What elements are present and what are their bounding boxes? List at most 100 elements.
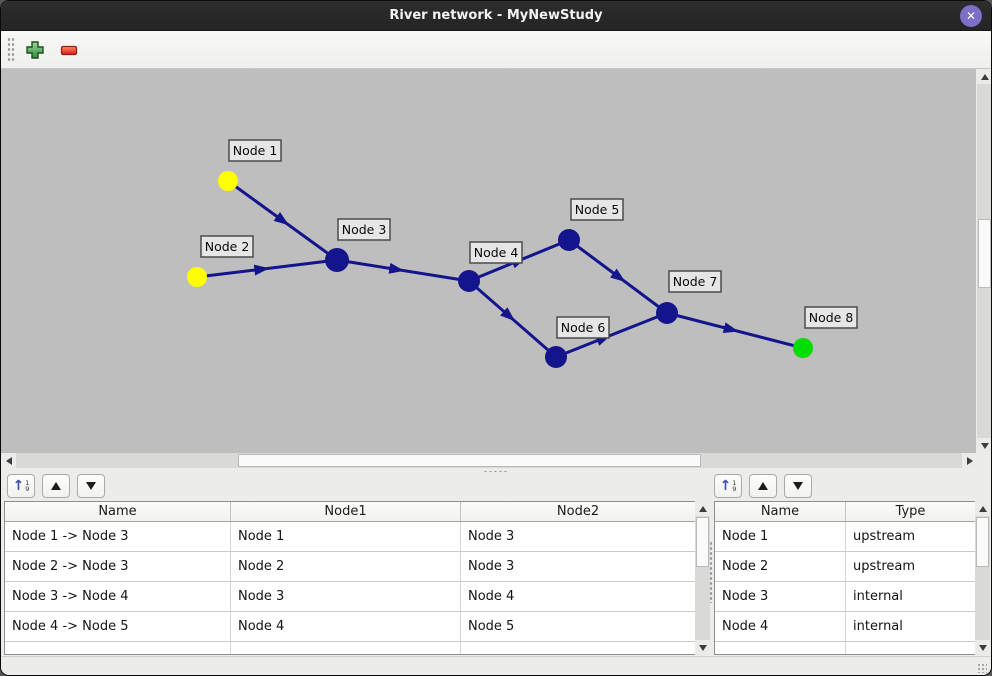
table-cell[interactable]: Node 2	[231, 552, 461, 581]
table-cell[interactable]: internal	[853, 589, 903, 604]
nodes-vscroll-thumb[interactable]	[976, 517, 989, 567]
table-row[interactable]: Node 1 upstream	[715, 522, 975, 552]
table-cell[interactable]	[461, 642, 695, 654]
minus-icon	[60, 45, 78, 55]
scroll-down-button[interactable]	[977, 438, 991, 453]
flow-direction-arrow-icon	[273, 211, 289, 226]
scroll-left-button[interactable]	[1, 453, 16, 468]
scroll-up-button[interactable]	[695, 501, 710, 516]
table-cell[interactable]: upstream	[853, 559, 916, 574]
nodes-vscrollbar[interactable]	[975, 501, 990, 655]
graph-node[interactable]	[793, 338, 813, 358]
scroll-right-button[interactable]	[962, 453, 977, 468]
graph-node[interactable]	[218, 171, 238, 191]
add-node-button[interactable]	[22, 37, 48, 63]
node-label-box[interactable]	[556, 316, 610, 339]
nodes-move-up-button[interactable]	[749, 474, 777, 498]
canvas-hscrollbar[interactable]	[1, 453, 977, 468]
table-cell[interactable]: internal	[853, 619, 903, 634]
column-header[interactable]: Node2	[556, 504, 600, 519]
flow-direction-arrow-icon	[500, 307, 516, 322]
branches-vscroll-thumb[interactable]	[696, 517, 709, 567]
table-cell[interactable]: Node 3	[468, 559, 515, 574]
table-cell[interactable]: Node 3 -> Node 4	[5, 582, 231, 611]
nodes-move-down-button[interactable]	[784, 474, 812, 498]
graph-node[interactable]	[187, 267, 207, 287]
table-cell[interactable]: Node 2	[715, 552, 846, 581]
horizontal-splitter[interactable]	[1, 468, 991, 475]
graph-node[interactable]	[458, 270, 480, 292]
table-header-row: Name Type	[715, 502, 975, 522]
table-cell[interactable]	[231, 642, 461, 654]
graph-node[interactable]	[656, 302, 678, 324]
scroll-down-button[interactable]	[975, 640, 990, 655]
close-icon: ✕	[965, 9, 977, 23]
down-arrow-icon	[698, 644, 707, 651]
graph-node[interactable]	[325, 248, 349, 272]
table-cell[interactable]: Node 1	[231, 522, 461, 551]
node-label-box[interactable]	[469, 241, 523, 264]
node-label-box[interactable]	[804, 306, 858, 329]
branches-move-up-button[interactable]	[42, 474, 70, 498]
column-header[interactable]: Name	[5, 502, 231, 521]
node-label-box[interactable]	[337, 218, 391, 241]
table-cell[interactable]	[5, 642, 231, 654]
branches-vscrollbar[interactable]	[695, 501, 710, 655]
table-cell[interactable]: Node 3	[231, 582, 461, 611]
column-header[interactable]: Name	[715, 502, 846, 521]
table-cell[interactable]: Node 4	[231, 612, 461, 641]
table-row[interactable]	[5, 642, 695, 654]
graph-node[interactable]	[545, 346, 567, 368]
node-label-box[interactable]	[668, 270, 722, 293]
title-bar[interactable]: River network - MyNewStudy ✕	[1, 1, 991, 31]
remove-node-button[interactable]	[56, 37, 82, 63]
table-cell[interactable]: Node 4	[715, 612, 846, 641]
table-cell[interactable]: Node 5	[468, 619, 515, 634]
toolbar-grip[interactable]	[7, 36, 15, 63]
canvas-hscroll-thumb[interactable]	[238, 454, 701, 467]
graph-node[interactable]	[558, 229, 580, 251]
table-cell[interactable]: Node 4	[468, 589, 515, 604]
node-label-text: Node 3	[342, 222, 387, 237]
table-cell[interactable]	[715, 642, 846, 654]
flow-direction-arrow-icon	[253, 264, 270, 276]
table-row[interactable]: Node 4 internal	[715, 612, 975, 642]
table-cell[interactable]: upstream	[853, 529, 916, 544]
column-header[interactable]: Node1	[231, 502, 461, 521]
canvas-vscrollbar[interactable]	[977, 69, 991, 453]
canvas-vscroll-thumb[interactable]	[978, 219, 991, 288]
table-cell[interactable]	[846, 642, 975, 654]
flow-direction-arrow-icon	[388, 262, 405, 274]
table-cell[interactable]: Node 2 -> Node 3	[5, 552, 231, 581]
branches-move-down-button[interactable]	[77, 474, 105, 498]
table-cell[interactable]: Node 3	[715, 582, 846, 611]
table-cell[interactable]: Node 1 -> Node 3	[5, 522, 231, 551]
scroll-down-button[interactable]	[695, 640, 710, 655]
table-row[interactable]	[715, 642, 975, 654]
node-label-box[interactable]	[200, 235, 254, 258]
scroll-up-button[interactable]	[977, 69, 991, 84]
resize-grip[interactable]	[977, 663, 987, 673]
vertical-splitter[interactable]	[709, 541, 714, 603]
column-header[interactable]: Type	[895, 504, 926, 519]
node-label-box[interactable]	[570, 198, 624, 221]
node-label-box[interactable]	[228, 139, 282, 162]
table-cell[interactable]: Node 4 -> Node 5	[5, 612, 231, 641]
table-cell[interactable]: Node 1	[715, 522, 846, 551]
table-row[interactable]: Node 2 upstream	[715, 552, 975, 582]
table-row[interactable]: Node 3 internal	[715, 582, 975, 612]
close-button[interactable]: ✕	[960, 5, 982, 27]
scroll-up-button[interactable]	[975, 501, 990, 516]
branch-edge[interactable]	[555, 311, 668, 359]
table-cell[interactable]: Node 3	[468, 529, 515, 544]
